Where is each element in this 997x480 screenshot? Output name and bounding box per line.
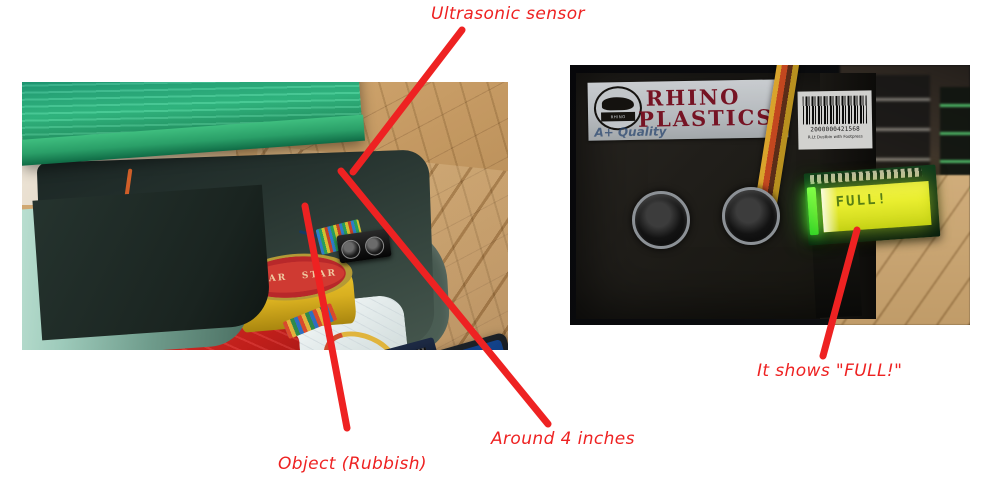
background-green-shelf: [940, 87, 970, 191]
photo-control-panel-with-lcd: RHINO RHINO PLASTICS A+ Quality 20000004…: [570, 65, 970, 325]
barcode-number: 2000000421568: [810, 125, 861, 134]
sensor-transmitter: [340, 238, 362, 261]
lcd-screen: FULL!: [820, 181, 932, 233]
ultrasonic-receiver-eye: [722, 187, 780, 245]
annotation-object-rubbish: Object (Rubbish): [278, 454, 427, 474]
ultrasonic-transmitter-eye: [632, 191, 690, 249]
rhino-logo-icon: RHINO: [593, 85, 643, 131]
bin-front-lip: [22, 184, 272, 350]
annotation-ultrasonic-sensor: Ultrasonic sensor: [431, 4, 585, 24]
annotation-it-shows-full: It shows "FULL!": [757, 361, 903, 381]
annotation-around-4-inches: Around 4 inches: [491, 429, 635, 449]
barcode-caption: R.Lt Dustbin with Footpress: [807, 133, 863, 140]
lcd-mount: [811, 235, 863, 319]
lcd-backlight-glow: [806, 186, 819, 236]
barcode-sticker: 2000000421568 R.Lt Dustbin with Footpres…: [797, 90, 873, 150]
lcd-module: FULL!: [803, 164, 941, 246]
rhino-silhouette: [601, 96, 634, 111]
sensor-receiver: [363, 235, 386, 257]
photo-rubbish-bin-with-ultrasonic-sensor: STR DEL STAR STAR: [22, 82, 508, 350]
rhino-logo-bar: RHINO: [601, 111, 636, 122]
quality-tagline: A+ Quality: [594, 124, 667, 140]
bin-front-lip-inner: [32, 184, 272, 341]
barcode-bars: [802, 95, 868, 125]
tape-label-text-b: STAR: [301, 268, 338, 282]
rhino-plastics-sticker: RHINO RHINO PLASTICS A+ Quality: [587, 79, 789, 141]
lcd-display-text: FULL!: [835, 190, 889, 211]
rhino-logo-bar-text: RHINO: [610, 114, 626, 120]
